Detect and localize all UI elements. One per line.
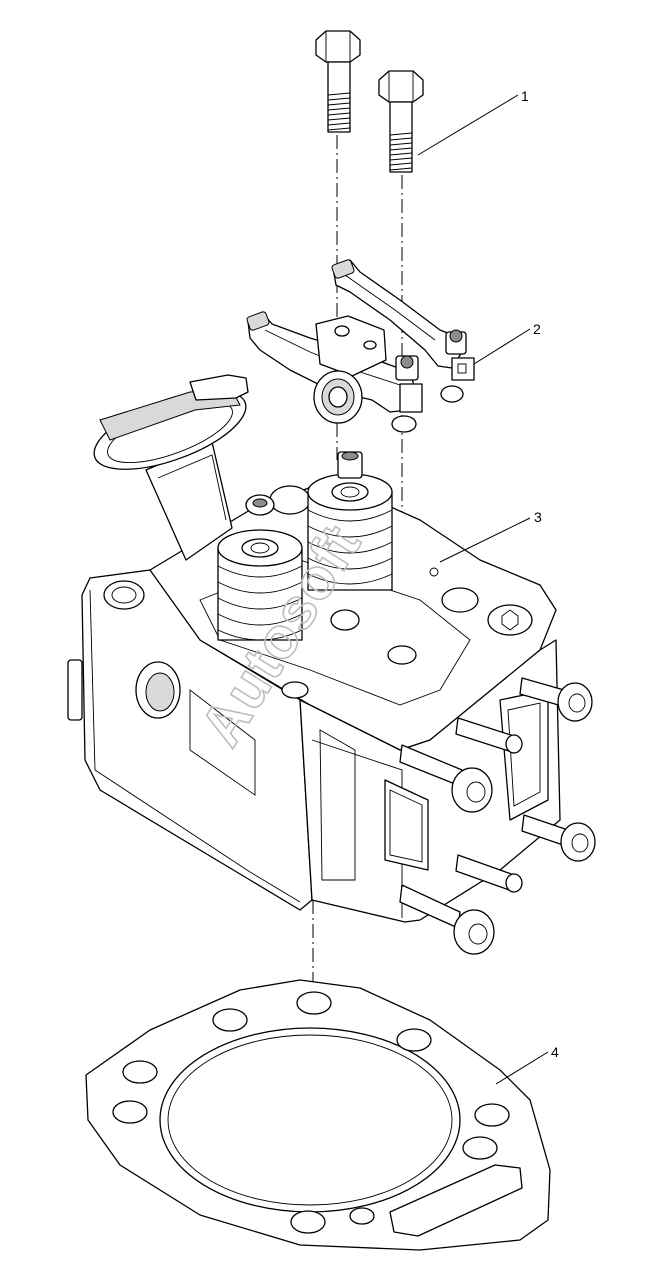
valve-spring-right [307,451,393,591]
callout-1: 1 [521,88,529,104]
stud-nut-group [399,677,596,955]
callout-4: 4 [551,1044,559,1060]
callouts: 1 2 3 4 [417,88,559,1085]
callout-2: 2 [533,321,541,337]
valve-spring-left [217,529,303,641]
rocker-arm-assembly [246,259,475,433]
callout-3: 3 [534,509,542,525]
bolt-left [315,30,361,133]
head-gasket [85,979,551,1251]
valve-cap [245,494,275,516]
bolt-right [378,70,424,173]
cylinder-head: Autosoft [67,374,596,955]
